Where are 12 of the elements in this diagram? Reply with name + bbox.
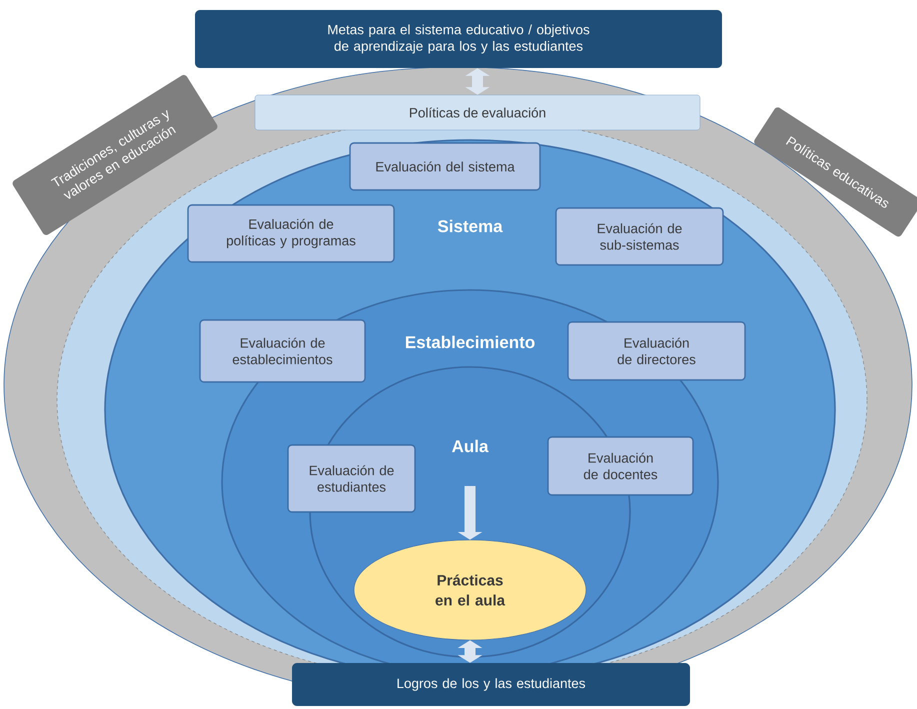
evaluation-box: Evaluación de estudiantes [287, 444, 416, 513]
evaluation-box: Evaluación de directores [567, 321, 746, 381]
block-arrow [465, 68, 490, 95]
evaluation-box: Evaluación de establecimientos [199, 319, 366, 383]
goal-box: Logros de los y las estudiantes [292, 663, 690, 706]
block-arrow [458, 640, 482, 663]
evaluation-box: Evaluación del sistema [349, 142, 541, 191]
evaluation-box: Evaluación de docentes [547, 436, 694, 496]
evaluation-box: Evaluación de sub-sistemas [555, 207, 724, 266]
policy-band: Políticas de evaluación [254, 94, 700, 130]
goal-box: Metas para el sistema educativo / objetivos de aprendizaje para los y las estudiantes [195, 10, 722, 68]
evaluation-box: Evaluación de políticas y programas [187, 204, 395, 263]
